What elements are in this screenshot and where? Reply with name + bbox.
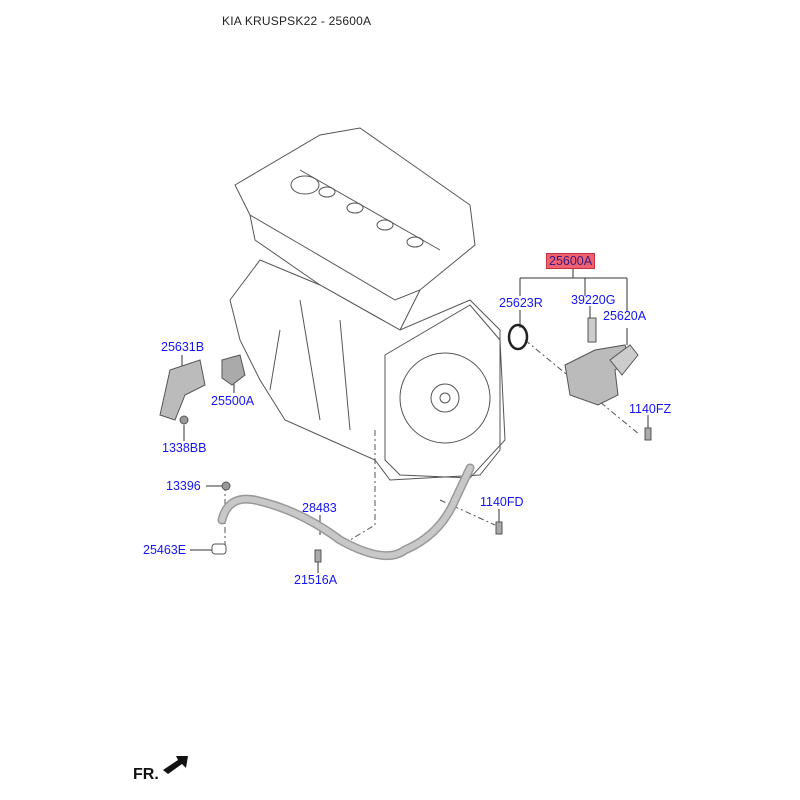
front-direction-label: FR. [133, 766, 159, 783]
thermostat [221, 354, 246, 386]
label-25620A[interactable]: 25620A [603, 309, 647, 323]
water-fitting [159, 359, 206, 421]
bell-housing [384, 304, 506, 479]
front-arrow-icon [163, 756, 188, 774]
o-ring [507, 323, 529, 351]
flywheel [399, 352, 491, 444]
temp-sensor [587, 317, 597, 343]
nut-13396 [221, 481, 231, 491]
diagram-title: KIA KRUSPSK22 - 25600A [222, 14, 372, 28]
bolt-1140fd [495, 521, 503, 535]
label-25631B[interactable]: 25631B [161, 340, 205, 354]
nut-1338bb [179, 415, 189, 425]
engine-block [229, 259, 501, 481]
label-39220G[interactable]: 39220G [571, 293, 616, 307]
label-1338BB[interactable]: 1338BB [162, 441, 207, 455]
gasket [211, 543, 227, 555]
label-25500A[interactable]: 25500A [211, 394, 255, 408]
label-25600A[interactable]: 25600A [546, 253, 596, 269]
bolt-1140fz [644, 427, 652, 441]
label-13396[interactable]: 13396 [166, 479, 201, 493]
bolt-21516a [314, 549, 322, 563]
label-28483[interactable]: 28483 [302, 501, 337, 515]
label-21516A[interactable]: 21516A [294, 573, 338, 587]
label-25623R[interactable]: 25623R [499, 296, 543, 310]
label-25463E[interactable]: 25463E [143, 543, 187, 557]
engine-head-cover [234, 127, 476, 301]
label-1140FZ[interactable]: 1140FZ [629, 402, 672, 416]
label-1140FD[interactable]: 1140FD [480, 495, 524, 509]
